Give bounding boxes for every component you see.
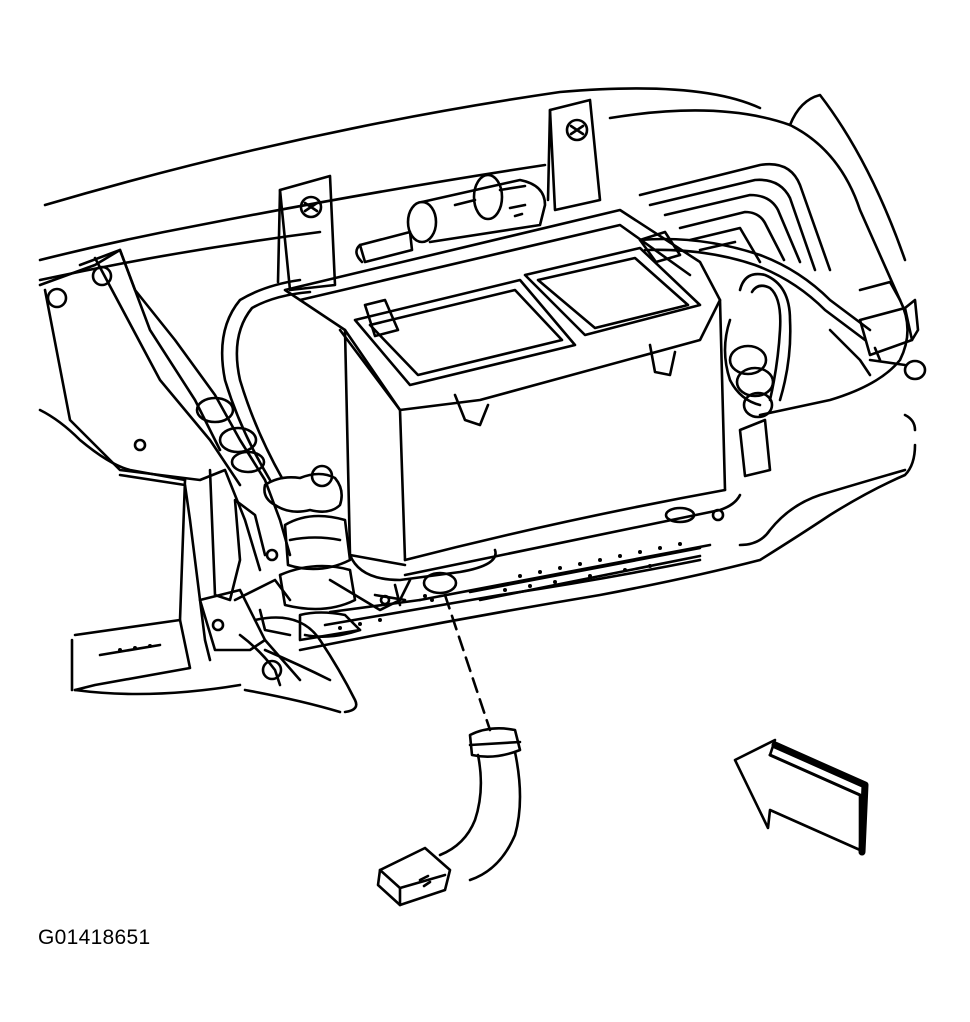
hvac-case xyxy=(283,208,742,638)
instrument-panel xyxy=(38,87,917,714)
wire-harness-right xyxy=(638,237,927,478)
actuator xyxy=(355,173,547,264)
figure-id-label: G01418651 xyxy=(38,926,151,949)
pan-rivets xyxy=(118,542,682,652)
drain-hose xyxy=(376,593,522,907)
arrow-left-up-icon xyxy=(733,738,869,856)
wire-harness-left xyxy=(220,278,358,714)
right-duct xyxy=(638,162,832,272)
left-bracket xyxy=(38,248,302,682)
mount-brackets xyxy=(276,98,602,292)
blower-motor xyxy=(195,396,412,642)
